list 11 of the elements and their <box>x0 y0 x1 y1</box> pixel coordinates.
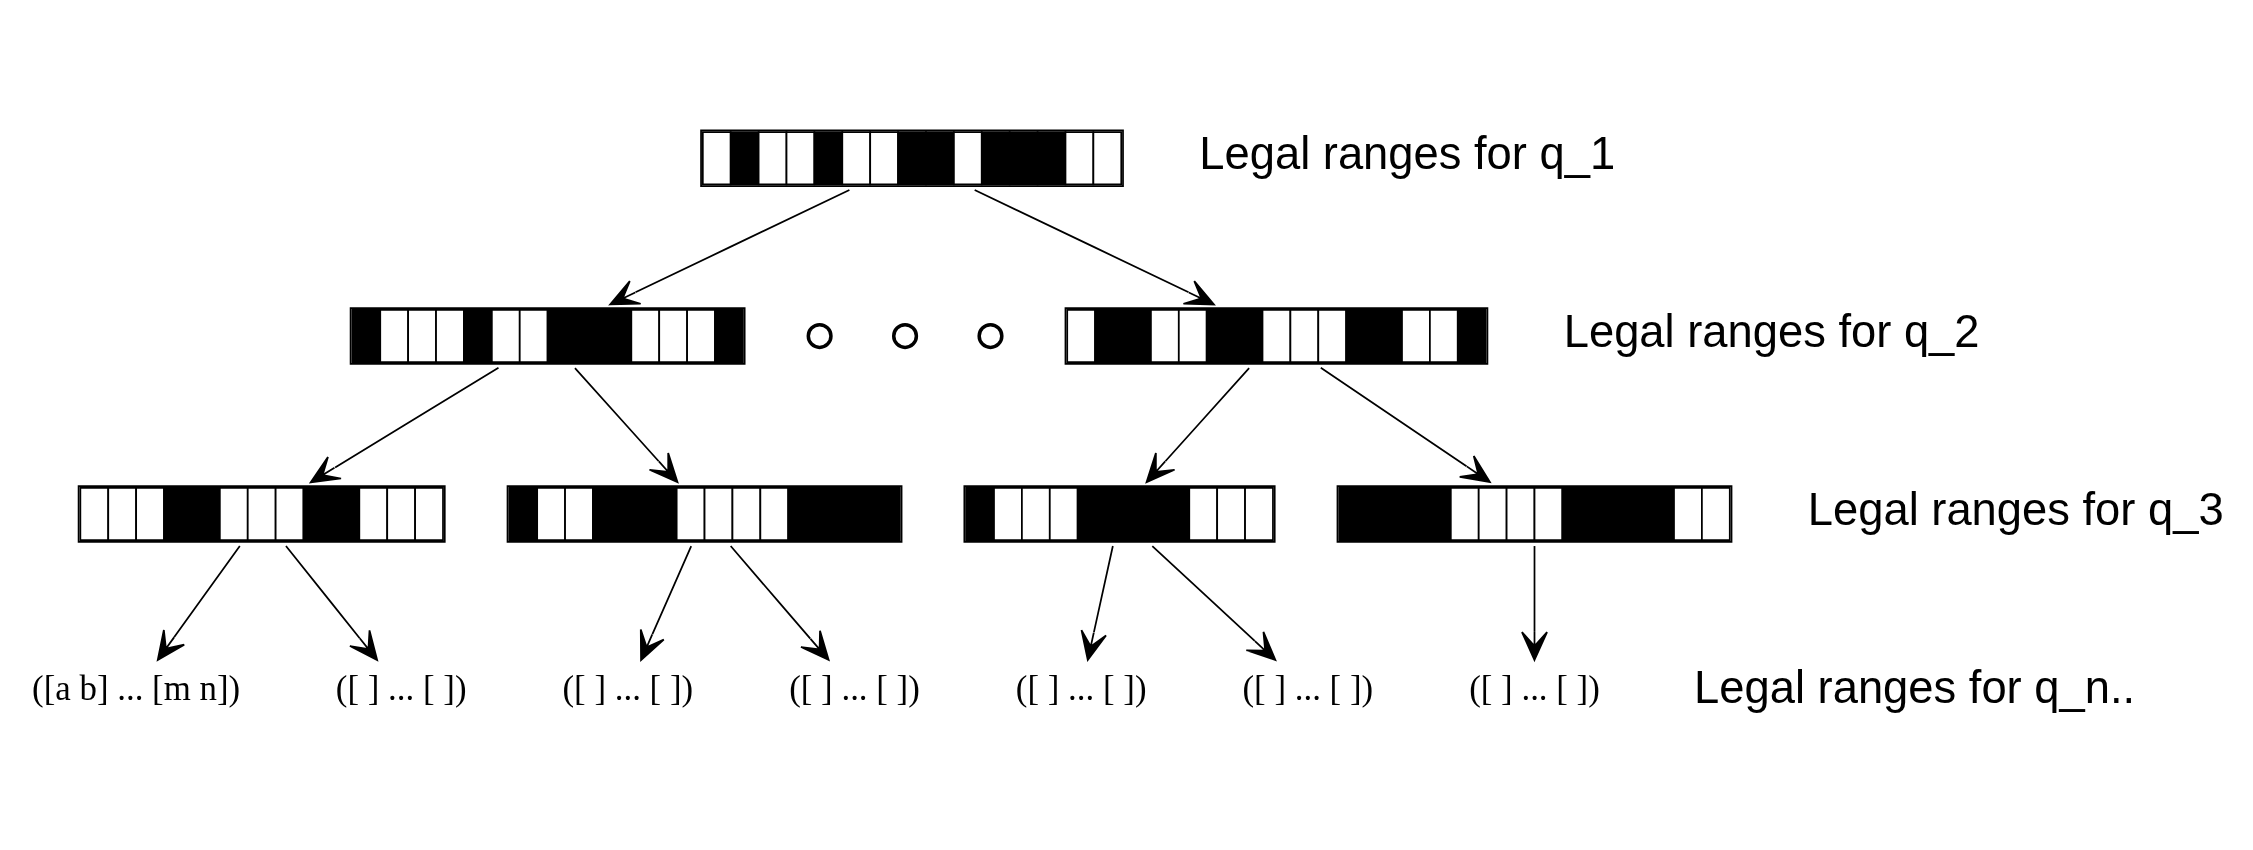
label: Legal ranges for q_1 <box>1199 128 1616 180</box>
label: Legal ranges for q_3 <box>1807 483 2224 535</box>
node-text: ([ ] ... [ ]) <box>1015 669 1147 709</box>
label: Legal ranges for q_n.. <box>1694 661 2136 713</box>
node-text: ([ ] ... [ ]) <box>1469 669 1600 709</box>
node-text: ([ ] ... [ ]) <box>335 669 467 709</box>
label: Legal ranges for q_2 <box>1563 306 1980 358</box>
node-text: ([ ] ... [ ]) <box>789 669 920 709</box>
node-text: ([a b] ... [m n]) <box>32 669 241 709</box>
node-text: ([ ] ... [ ]) <box>562 669 694 709</box>
node-text: ([ ] ... [ ]) <box>1242 669 1374 709</box>
